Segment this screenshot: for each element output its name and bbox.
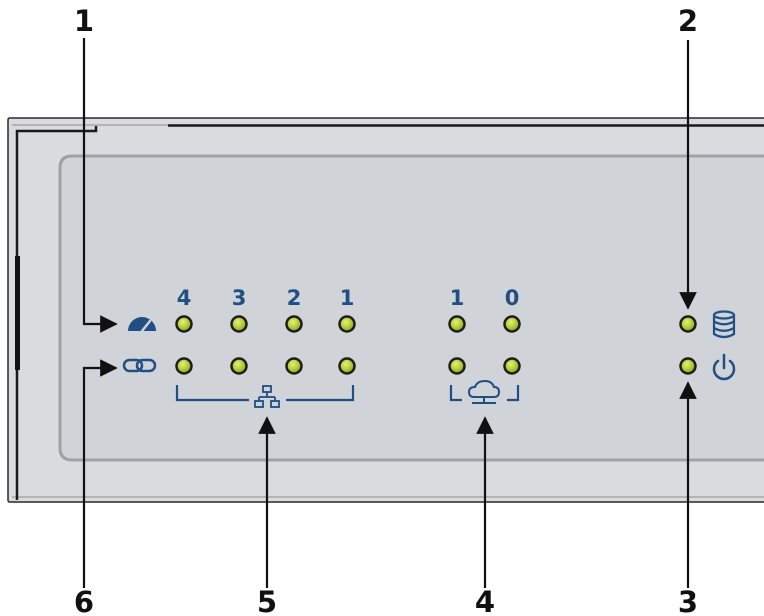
lan-port-number: 4 [177, 286, 192, 310]
callout-line-6 [82, 359, 118, 588]
led-indicator [448, 315, 466, 333]
storage-led [679, 315, 697, 333]
callout-line-1 [82, 38, 118, 333]
callout-number-4: 4 [475, 585, 495, 616]
led-indicator [285, 357, 303, 375]
led-panel [58, 154, 764, 462]
lan-speed-leds [175, 315, 356, 333]
speedometer-icon [128, 317, 156, 333]
led-indicator [230, 315, 248, 333]
led-indicator [503, 315, 521, 333]
wan-bracket [449, 385, 520, 402]
link-icon [122, 358, 157, 373]
lan-port-number: 3 [232, 286, 247, 310]
cloud-network-icon [467, 379, 501, 404]
system-leds [679, 315, 697, 375]
led-indicator [285, 315, 303, 333]
wan-port-number: 0 [505, 286, 520, 310]
wan-leds [448, 315, 521, 375]
power-led [679, 357, 697, 375]
led-indicator [503, 357, 521, 375]
wan-port-number: 1 [450, 286, 465, 310]
power-icon [712, 353, 736, 381]
led-indicator [175, 357, 193, 375]
lan-port-number: 1 [340, 286, 355, 310]
callout-number-5: 5 [257, 585, 277, 616]
callout-number-1: 1 [74, 4, 94, 38]
lan-port-number: 2 [287, 286, 302, 310]
callout-number-2: 2 [678, 4, 698, 38]
wan-port-numbers: 1 0 [450, 286, 520, 310]
led-indicator [448, 357, 466, 375]
lan-bracket [175, 385, 355, 402]
lan-port-numbers: 4 3 2 1 [177, 286, 355, 310]
latch-handle [15, 256, 20, 370]
database-icon [712, 310, 736, 339]
callout-lines [82, 38, 697, 588]
network-icon [254, 385, 280, 408]
callout-number-3: 3 [678, 585, 698, 616]
lan-link-leds [175, 357, 356, 375]
led-indicator [338, 315, 356, 333]
led-indicator [338, 357, 356, 375]
led-indicator [230, 357, 248, 375]
led-indicator [175, 315, 193, 333]
callout-number-6: 6 [74, 585, 94, 616]
